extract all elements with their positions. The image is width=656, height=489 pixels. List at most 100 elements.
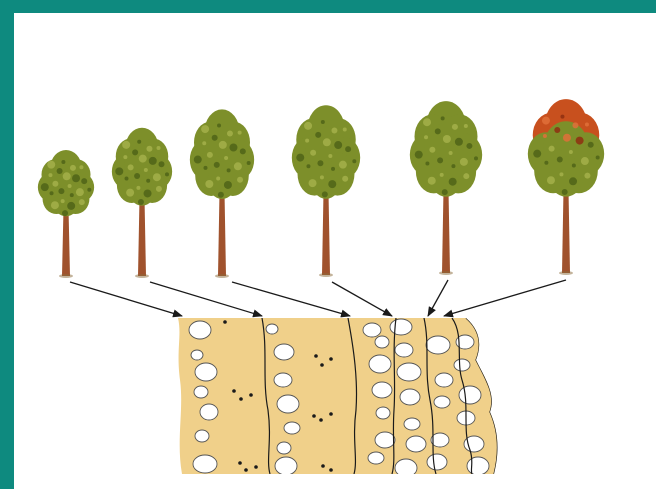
foliage-texture xyxy=(345,146,351,152)
foliage-texture xyxy=(139,155,147,163)
vessel xyxy=(395,459,417,477)
foliage-texture xyxy=(214,162,220,168)
foliage-texture xyxy=(156,186,162,192)
foliage-texture xyxy=(79,165,83,169)
foliage-texture xyxy=(157,146,161,150)
small-pore xyxy=(329,357,333,361)
foliage-texture xyxy=(134,173,140,179)
foliage-texture xyxy=(455,138,463,146)
foliage-texture xyxy=(123,155,127,159)
foliage-texture xyxy=(572,122,578,128)
small-pore xyxy=(319,418,323,422)
foliage-texture xyxy=(234,162,242,170)
arrows-group xyxy=(70,280,566,316)
foliage-texture xyxy=(238,131,242,135)
trunk xyxy=(322,192,330,275)
crown xyxy=(38,150,94,216)
foliage-texture xyxy=(58,188,64,194)
vessel xyxy=(454,359,470,371)
vessel xyxy=(467,457,489,475)
foliage-texture xyxy=(569,150,573,154)
foliage-texture xyxy=(328,154,332,158)
foliage-texture xyxy=(76,188,84,196)
wood-background xyxy=(178,318,497,474)
foliage-texture xyxy=(451,164,455,168)
foliage-texture xyxy=(424,135,428,139)
foliage-texture xyxy=(48,173,52,177)
vessel xyxy=(376,407,390,419)
foliage-texture xyxy=(218,192,224,198)
foliage-texture xyxy=(323,138,331,146)
foliage-texture xyxy=(428,177,436,185)
foliage-texture xyxy=(533,150,541,158)
vessel xyxy=(191,350,203,360)
vessel xyxy=(274,344,294,360)
foliage-texture xyxy=(596,155,600,159)
foliage-texture xyxy=(126,189,134,197)
foliage-texture xyxy=(415,151,423,159)
trunk-base xyxy=(559,271,573,275)
small-pore xyxy=(329,468,333,472)
crown xyxy=(528,99,604,197)
vessel xyxy=(266,324,278,334)
foliage-texture xyxy=(219,141,227,149)
foliage-texture xyxy=(125,177,129,181)
arrow xyxy=(332,282,392,316)
crown xyxy=(410,101,482,197)
foliage-texture xyxy=(334,141,342,149)
small-pore xyxy=(254,465,258,469)
vessel xyxy=(368,452,384,464)
foliage-texture xyxy=(549,146,555,152)
foliage-texture xyxy=(146,179,150,183)
foliage-texture xyxy=(442,189,448,195)
foliage-texture xyxy=(563,134,571,142)
small-pore xyxy=(238,461,242,465)
vessel xyxy=(372,382,392,398)
foliage-texture xyxy=(554,127,560,133)
vessel xyxy=(200,404,218,420)
foliage-texture xyxy=(560,115,564,119)
trunk-base xyxy=(59,274,73,278)
tree-6 xyxy=(528,99,604,275)
trunk xyxy=(442,190,450,273)
crown xyxy=(292,105,360,199)
foliage-texture xyxy=(227,131,233,137)
small-pore xyxy=(321,464,325,468)
foliage-texture xyxy=(247,161,251,165)
foliage-texture xyxy=(149,157,157,165)
foliage-texture xyxy=(343,128,347,132)
foliage-texture xyxy=(449,178,457,186)
arrow xyxy=(428,280,448,316)
foliage-texture xyxy=(153,173,161,181)
vessel xyxy=(277,442,291,454)
vessel xyxy=(375,336,389,348)
foliage-texture xyxy=(205,180,213,188)
foliage-texture xyxy=(41,183,49,191)
tree-3 xyxy=(190,109,254,278)
vessel xyxy=(274,373,292,387)
foliage-texture xyxy=(460,158,468,166)
foliage-texture xyxy=(81,178,87,184)
small-pore xyxy=(223,320,227,324)
trunk-base xyxy=(135,274,149,278)
foliage-texture xyxy=(320,175,324,179)
foliage-texture xyxy=(50,191,54,195)
vessel xyxy=(275,457,297,475)
foliage-texture xyxy=(559,172,563,176)
foliage-texture xyxy=(203,166,207,170)
foliage-texture xyxy=(331,127,337,133)
foliage-texture xyxy=(51,201,59,209)
small-pore xyxy=(249,393,253,397)
foliage-texture xyxy=(207,152,213,158)
foliage-texture xyxy=(321,120,325,124)
vessel xyxy=(427,454,447,470)
trunk-base xyxy=(439,271,453,275)
foliage-texture xyxy=(449,151,453,155)
vessel xyxy=(363,323,381,337)
trunk xyxy=(562,190,570,273)
foliage-texture xyxy=(70,193,74,197)
foliage-texture xyxy=(68,184,72,188)
trees-row xyxy=(38,99,604,278)
foliage-texture xyxy=(437,157,443,163)
foliage-texture xyxy=(435,128,441,134)
